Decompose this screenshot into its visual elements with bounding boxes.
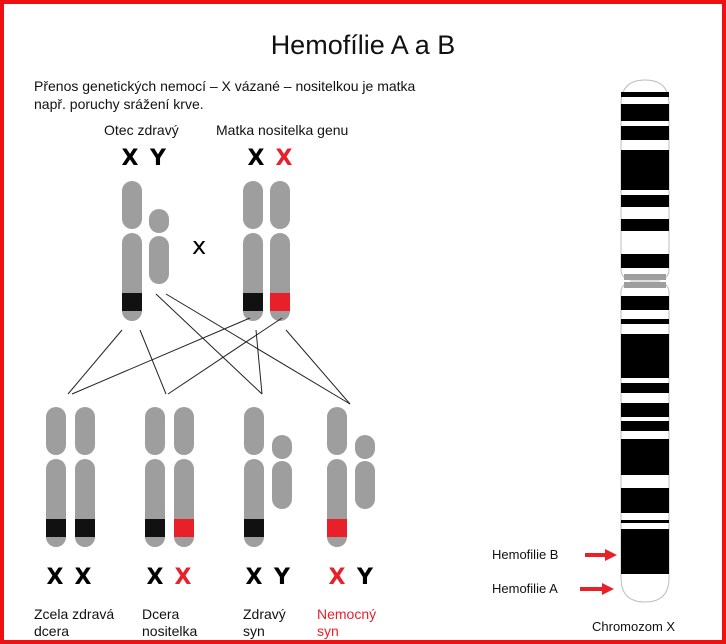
intro-line-1: Přenos genetických nemocí – X vázané – n…: [34, 78, 416, 94]
chromosome-x-label: Chromozom X: [592, 619, 676, 634]
child3-allele-2: Y: [274, 565, 290, 590]
child1-allele-1: X: [46, 565, 64, 590]
child2-label: Dcera nositelka: [142, 606, 197, 640]
child4-y-chromosome: [355, 435, 375, 509]
mother-x-chromosome-carrier: [270, 181, 290, 321]
cross-symbol: x: [192, 232, 207, 260]
hemofilie-b-arrow: [585, 549, 617, 561]
hemofilie-a-arrow: [580, 583, 614, 595]
child1-chromosome-2: [75, 407, 95, 547]
father-allele-x: X: [121, 146, 139, 171]
page-title: Hemofílie A a B: [270, 30, 456, 60]
child1-label-line-2: dcera: [34, 623, 70, 639]
child2-allele-2: X: [174, 565, 192, 590]
intro-line-2: např. poruchy srážení krve.: [34, 96, 204, 112]
child2-allele-1: X: [146, 565, 164, 590]
chromosome-x-ideogram: [620, 79, 670, 603]
child2-label-line-1: Dcera: [142, 606, 180, 622]
child4-allele-2: Y: [357, 565, 373, 590]
father-label: Otec zdravý: [104, 122, 179, 138]
father-allele-y: Y: [150, 146, 166, 171]
child2-label-line-2: nositelka: [142, 623, 198, 639]
child2-chromosome-2: [174, 407, 194, 547]
child2-chromosome-1: [145, 407, 165, 547]
father-y-chromosome: [149, 209, 169, 284]
father-x-chromosome: [122, 181, 142, 321]
inheritance-lines: [67, 293, 351, 405]
child1-label-line-1: Zcela zdravá: [34, 606, 115, 622]
child1-chromosome-1: [46, 407, 66, 547]
mother-allele-x: X: [247, 146, 265, 171]
child3-y-chromosome: [272, 435, 292, 509]
child4-allele-1: X: [328, 565, 346, 590]
chromosome-x-long-arm: [620, 281, 670, 603]
child4-label: Nemocný syn: [317, 606, 376, 640]
hemofilie-a-label: Hemofilie A: [492, 581, 558, 596]
chromosome-x-short-arm: [620, 79, 670, 281]
child3-label: Zdravý syn: [243, 606, 286, 640]
child4-label-line-1: Nemocný: [317, 606, 377, 622]
child3-allele-1: X: [245, 565, 263, 590]
child3-label-line-2: syn: [243, 623, 265, 639]
mother-x-chromosome-healthy: [243, 181, 263, 321]
child3-x-chromosome: [244, 407, 264, 547]
child4-label-line-2: syn: [317, 623, 339, 639]
mother-allele-x-affected: X: [275, 146, 293, 171]
child3-label-line-1: Zdravý: [243, 606, 286, 622]
child1-label: Zcela zdravá dcera: [34, 606, 114, 640]
intro-text: Přenos genetických nemocí – X vázané – n…: [34, 77, 415, 113]
child4-x-chromosome: [327, 407, 347, 547]
child1-allele-2: X: [74, 565, 92, 590]
mother-label: Matka nositelka genu: [216, 122, 349, 138]
hemofilie-b-label: Hemofilie B: [492, 547, 559, 562]
